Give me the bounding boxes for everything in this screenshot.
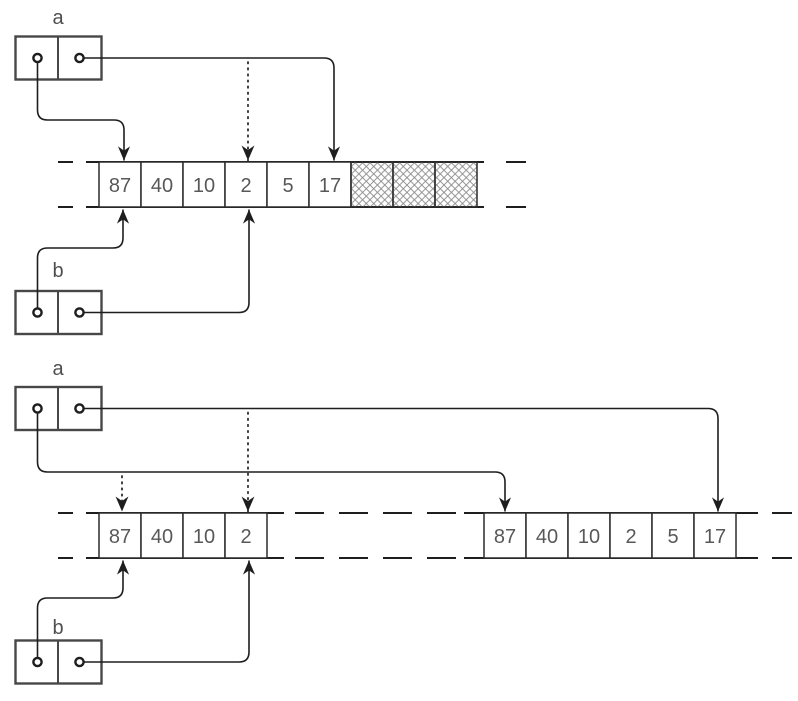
cell-value: 40 [151,526,173,548]
array-cell: 2 [224,512,268,559]
pointer-a-label: a [52,358,64,380]
array-cell: 2 [609,512,653,559]
cell-value: 17 [704,526,726,548]
cell-box [224,512,268,559]
cell-box [182,512,226,559]
cell-box [525,512,569,559]
array-cell: 40 [525,512,569,559]
pointer-origin-dot [74,656,85,668]
b-end-pointer-arrow [84,209,256,314]
array-cell: 10 [567,512,611,559]
cell-value: 5 [667,526,678,548]
cell-value: 10 [193,175,215,197]
pointer-a-label: a [52,7,64,29]
array-cell: 87 [98,512,142,559]
new-array: 87 40 10 2 5 17 [464,512,792,559]
b-end-pointer-arrow [84,560,256,663]
between-arrays-dashed-rails [295,512,456,559]
array-cell: 87 [98,161,142,208]
b-start-pointer-arrow [36,209,130,308]
array-cell: 17 [308,161,352,208]
cell-box [182,161,226,208]
pointer-origin-dot [32,52,43,64]
pointer-b-box [14,639,103,685]
array-cell: 87 [483,512,527,559]
cell-box [266,161,310,208]
old-array: 87 40 10 2 [58,512,284,559]
pointer-origin-dot [32,403,43,414]
cell-box [140,161,184,208]
cell-box [567,512,611,559]
a-start-pointer-arrow [36,413,512,512]
cell-value: 40 [151,175,173,197]
cell-box [693,512,737,559]
cell-box [140,512,184,559]
cell-value: 87 [109,175,131,197]
pointer-origin-dot [74,307,85,318]
cell-value: 87 [494,526,516,548]
pointer-origin-dot [74,403,85,414]
cell-value: 40 [536,526,558,548]
hatched-spare-cell [392,161,436,208]
a-start-pointer-arrow [36,62,131,161]
cell-value: 2 [625,526,636,548]
top-panel: a 87 40 10 [14,7,526,336]
hatched-spare-cell [434,161,478,208]
pointer-b-label: b [52,617,63,639]
cell-box [483,512,527,559]
top-array: 87 40 10 2 5 17 [58,161,526,208]
cell-value: 2 [240,526,251,548]
cell-value: 17 [319,175,341,197]
cell-box [308,161,352,208]
cell-value: 10 [578,526,600,548]
cell-value: 87 [109,526,131,548]
pointer-origin-dot [32,307,43,318]
cell-value: 10 [193,526,215,548]
array-cell: 40 [140,161,184,208]
b-start-pointer-arrow [36,560,130,658]
hatched-spare-cell [350,161,394,208]
array-cell: 5 [651,512,695,559]
array-cell: 10 [182,161,226,208]
pointer-b-label: b [52,260,63,282]
array-cell: 17 [693,512,737,559]
bottom-panel: a 87 40 10 [14,358,792,685]
pointer-origin-dot [32,656,43,668]
array-cell: 5 [266,161,310,208]
pointer-origin-dot [74,52,85,64]
cell-value: 2 [240,175,251,197]
a-end-pointer-arrow [84,57,341,161]
array-cell: 40 [140,512,184,559]
a-end-pointer-arrow [84,407,725,512]
array-cell: 10 [182,512,226,559]
cell-box [224,161,268,208]
array-cell: 2 [224,161,268,208]
cell-value: 5 [282,175,293,197]
cell-box [98,161,142,208]
